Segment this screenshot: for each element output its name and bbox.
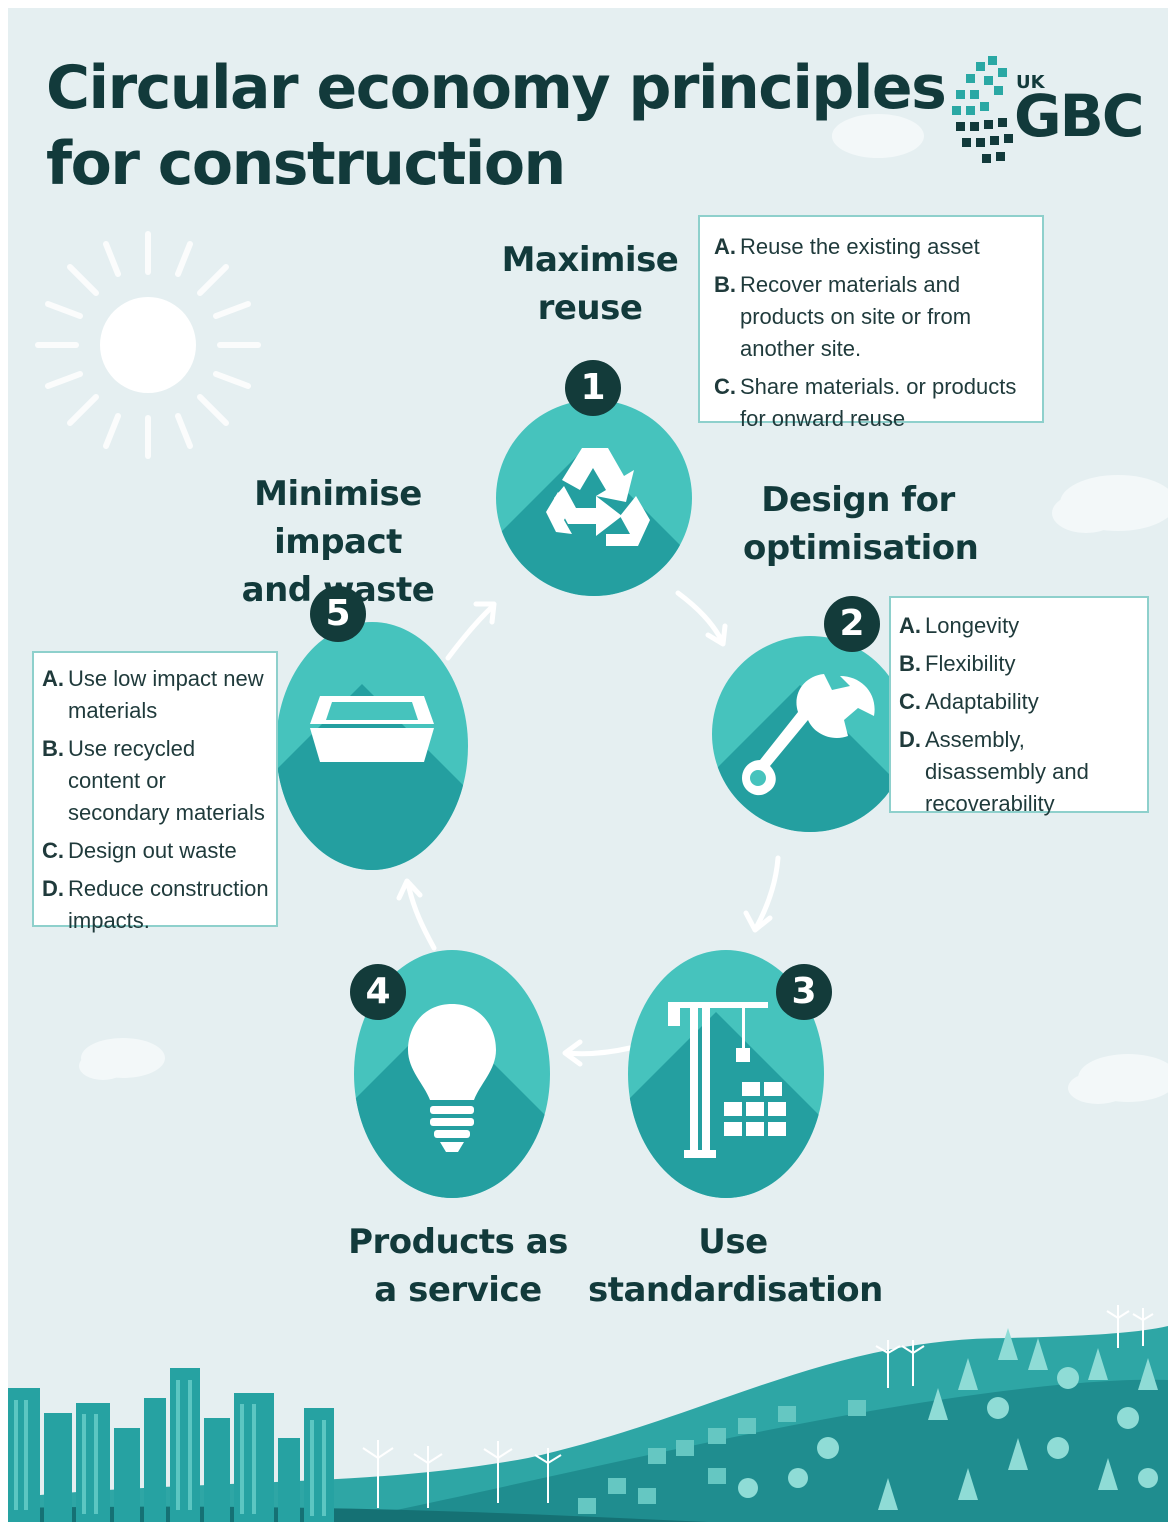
- principle-3-title-line-1: Use: [698, 1222, 768, 1262]
- principle-2-item-c: C.Adaptability: [899, 686, 1139, 718]
- item-text: Longevity: [925, 613, 1020, 638]
- principle-1-item-a: A.Reuse the existing asset: [714, 231, 1032, 263]
- item-key: B.: [899, 651, 921, 676]
- infographic: Circular economy principles for construc…: [8, 8, 1168, 1522]
- recycle-icon: [546, 448, 650, 546]
- item-text: Assembly, disassembly and recoverability: [925, 727, 1089, 816]
- item-text: Recover materials and products on site o…: [740, 272, 972, 361]
- principle-2-title-line-2: optimisation: [743, 528, 979, 568]
- skyline: [8, 1368, 334, 1522]
- logo-mark-icon: [952, 56, 1013, 163]
- principle-2-details: A.Longevity B.Flexibility C.Adaptability…: [889, 596, 1149, 816]
- principle-5-circle: [276, 622, 468, 870]
- principle-2-item-a: A.Longevity: [899, 610, 1139, 642]
- item-text: Use low impact new materials: [68, 666, 264, 723]
- arrow-2-to-3: [753, 855, 781, 931]
- ukgbc-logo: UK GBC: [948, 50, 1144, 170]
- principle-5-item-a: A.Use low impact new materials: [42, 663, 270, 727]
- item-key: D.: [899, 727, 921, 752]
- principle-4-title-line-2: a service: [374, 1270, 542, 1310]
- item-text: Reuse the existing asset: [740, 234, 980, 259]
- principle-4-number-badge: 4: [350, 964, 406, 1020]
- principle-2-item-d: D.Assembly, disassembly and recoverabili…: [899, 724, 1139, 820]
- item-text: Flexibility: [925, 651, 1016, 676]
- item-key: C.: [714, 374, 736, 399]
- item-text: Reduce construction impacts.: [68, 876, 269, 933]
- logo-uk-text: UK: [1016, 72, 1045, 93]
- principle-1-item-c: C.Share materials. or products for onwar…: [714, 371, 1032, 435]
- principle-1-item-b: B.Recover materials and products on site…: [714, 269, 1032, 365]
- principle-5-item-c: C.Design out waste: [42, 835, 270, 867]
- principle-3-title: Use standardisation: [588, 1218, 883, 1314]
- page-title: Circular economy principles for construc…: [46, 50, 947, 202]
- item-key: A.: [42, 666, 64, 691]
- principle-3-number-badge: 3: [776, 964, 832, 1020]
- cycle-arrows: [396, 590, 781, 1067]
- lightbulb-icon: [408, 1004, 496, 1152]
- principle-2-number-badge: 2: [824, 596, 880, 652]
- arrow-4-to-5: [405, 880, 437, 951]
- item-key: B.: [714, 272, 736, 297]
- principle-5-item-d: D.Reduce construction impacts.: [42, 873, 270, 937]
- skip-bin-icon: [310, 696, 434, 762]
- principle-2-circle: [712, 636, 908, 832]
- principle-2-item-b: B.Flexibility: [899, 648, 1139, 680]
- item-key: B.: [42, 736, 64, 761]
- item-key: C.: [899, 689, 921, 714]
- principle-3-title-line-2: standardisation: [588, 1270, 883, 1310]
- arrow-1-to-2: [675, 590, 726, 646]
- principle-2-title: Design for optimisation: [743, 476, 979, 572]
- item-text: Share materials. or products for onward …: [740, 374, 1017, 431]
- principle-1-title-line-2: reuse: [537, 288, 643, 328]
- principle-5-details: A.Use low impact new materials B.Use rec…: [32, 651, 278, 933]
- item-key: D.: [42, 876, 64, 901]
- item-key: A.: [714, 234, 736, 259]
- principle-1-number-badge: 1: [565, 360, 621, 416]
- arrow-3-to-4: [563, 1045, 633, 1057]
- principle-1-circle: [496, 400, 692, 596]
- title-line-1: Circular economy principles: [46, 53, 947, 123]
- item-key: A.: [899, 613, 921, 638]
- wrench-icon: [742, 674, 875, 796]
- principle-2-title-line-1: Design for: [761, 480, 955, 520]
- item-key: C.: [42, 838, 64, 863]
- cloud-icon: [79, 114, 1168, 1104]
- background-scenery: [8, 114, 1168, 1522]
- principle-4-title: Products as a service: [338, 1218, 578, 1314]
- principle-5-item-b: B.Use recycled content or secondary mate…: [42, 733, 270, 829]
- sun-icon: [35, 231, 261, 459]
- title-line-2: for construction: [46, 129, 566, 199]
- item-text: Use recycled content or secondary materi…: [68, 736, 265, 825]
- crane-icon: [668, 1002, 786, 1158]
- principle-4-title-line-1: Products as: [348, 1222, 568, 1262]
- item-text: Adaptability: [925, 689, 1039, 714]
- item-text: Design out waste: [68, 838, 237, 863]
- principle-5-number-badge: 5: [310, 586, 366, 642]
- logo-gbc-text: GBC: [1014, 82, 1144, 150]
- principle-1-title: Maximise reuse: [480, 236, 700, 332]
- arrow-5-to-1: [445, 603, 496, 661]
- principle-1-details: A.Reuse the existing asset B.Recover mat…: [698, 215, 1044, 431]
- principle-1-title-line-1: Maximise: [501, 240, 679, 280]
- principle-5-title-line-1: Minimise impact: [254, 474, 422, 562]
